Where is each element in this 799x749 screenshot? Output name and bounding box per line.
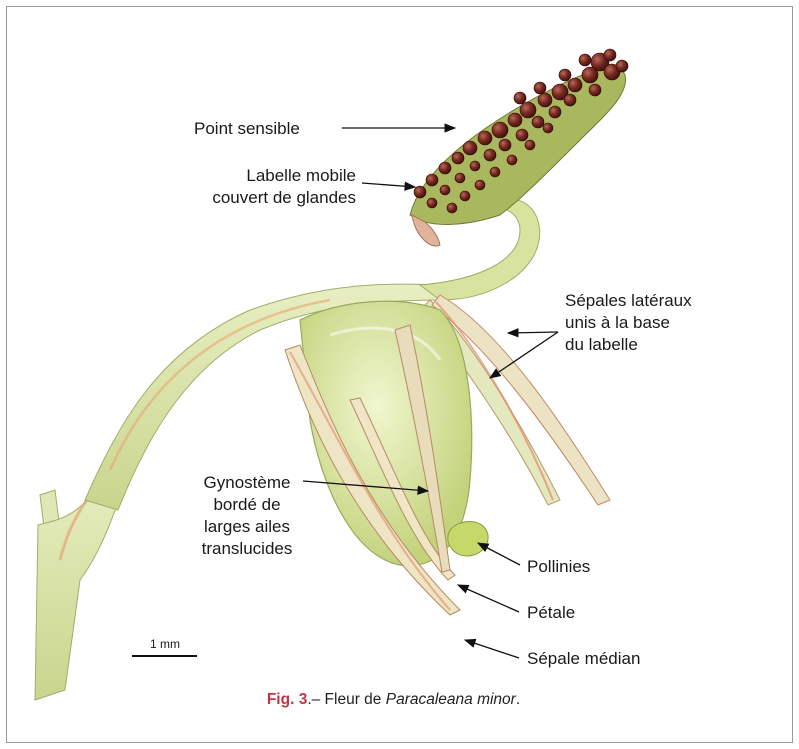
scale-bar-label: 1 mm [150,637,180,651]
label-labelle: Labelle mobile couvert de glandes [180,165,356,209]
label-gyno-line4: translucides [190,538,304,560]
gland-dot [463,141,477,155]
label-pollinies: Pollinies [527,556,590,578]
pollinia [448,522,488,556]
label-labelle-line2: couvert de glandes [180,187,356,209]
gland-dot [604,49,616,61]
gland-dot [460,191,470,201]
label-gyno-line2: bordé de [190,494,304,516]
gland-dot [492,122,508,138]
gland-dot [582,67,598,83]
gland-dot [475,180,485,190]
gland-dot [478,131,492,145]
label-sepale-median: Sépale médian [527,648,640,670]
label-gynosteme: Gynostème bordé de larges ailes transluc… [190,472,304,560]
label-sepales-line3: du labelle [565,334,692,356]
gland-dot [568,78,582,92]
gland-dot [589,84,601,96]
caption-end: . [516,691,520,708]
label-sepales-line2: unis à la base [565,312,692,334]
gland-dot [520,102,536,118]
gland-dot [507,155,517,165]
gland-dot [534,82,546,94]
gland-dot [616,60,628,72]
gland-dot [439,162,451,174]
gland-dot [538,93,552,107]
arrow-sepale-1 [508,332,558,333]
gland-dot [470,161,480,171]
caption-separator: .– Fleur de [307,691,385,708]
figure-caption: Fig. 3.– Fleur de Paracaleana minor. [0,691,787,709]
gland-dot [499,139,511,151]
caption-fig-number: Fig. 3 [267,691,307,708]
gland-dot [455,173,465,183]
label-gyno-line1: Gynostème [190,472,304,494]
label-sepales-line1: Sépales latéraux [565,290,692,312]
gland-dot [452,152,464,164]
gland-dot [426,174,438,186]
gland-dot [447,203,457,213]
gland-dot [525,140,535,150]
label-gyno-line3: larges ailes [190,516,304,538]
gland-dot [579,54,591,66]
label-petale: Pétale [527,602,575,624]
gland-dot [532,116,544,128]
gland-dot [543,123,553,133]
arrow-pollinies [478,543,520,565]
gland-dot [559,69,571,81]
gland-dot [516,129,528,141]
gland-dot [427,198,437,208]
gland-dot [564,94,576,106]
arrow-sepale-median [465,640,519,658]
gland-dot [414,186,426,198]
label-labelle-line1: Labelle mobile [180,165,356,187]
label-sepales-lateraux: Sépales latéraux unis à la base du label… [565,290,692,356]
gland-dot [508,113,522,127]
gland-dot [514,92,526,104]
gland-dot [440,185,450,195]
arrow-labelle [362,183,415,187]
caption-species: Paracaleana minor [386,691,516,708]
label-point-sensible: Point sensible [194,118,300,140]
gland-dot [484,149,496,161]
gland-dot [490,167,500,177]
arrow-petale [458,585,519,612]
gland-dot [549,106,561,118]
